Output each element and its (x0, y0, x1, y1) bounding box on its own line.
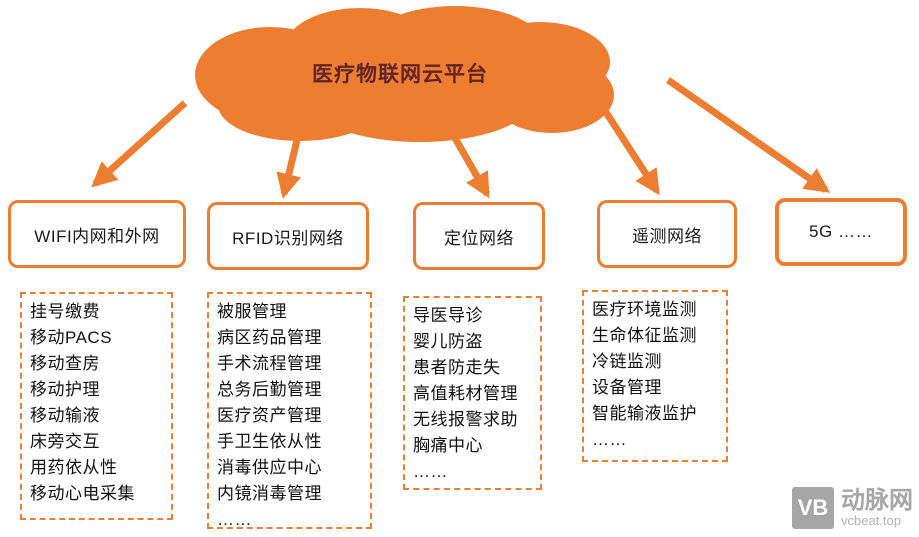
list-item: …… (413, 462, 448, 481)
list-item: …… (30, 510, 65, 520)
list-item: 总务后勤管理 (217, 380, 322, 399)
list-item: 胸痛中心 (413, 436, 483, 455)
cloud-title: 医疗物联网云平台 (312, 63, 488, 86)
list-item: 无线报警求助 (413, 410, 518, 429)
list-item: 医疗环境监测 (592, 300, 697, 319)
list-item: 导医导诊 (413, 306, 483, 325)
list-item: 移动输液 (30, 406, 100, 425)
list-item: 病区药品管理 (217, 328, 322, 347)
node-5g-network: 5G …… (775, 198, 907, 266)
arrow-to-wifi (91, 100, 188, 188)
list-item: 设备管理 (592, 378, 662, 397)
arrow-to-rfid (276, 135, 302, 199)
node-location-network: 定位网络 (413, 202, 545, 270)
telemetry-applications-list: 医疗环境监测生命体征监测冷链监测设备管理智能输液监护 …… (582, 290, 728, 462)
arrow-to-telemetry (595, 98, 660, 196)
list-item: 患者防走失 (413, 358, 501, 377)
node-wifi-network: WIFI内网和外网 (8, 200, 186, 268)
list-item: 移动护理 (30, 380, 100, 399)
list-item: 智能输液监护 (592, 404, 697, 423)
list-item: 高值耗材管理 (413, 384, 518, 403)
list-item: 手术流程管理 (217, 354, 322, 373)
list-item: 消毒供应中心 (217, 458, 322, 477)
wifi-applications-list: 挂号缴费移动PACS 移动查房移动护理移动输液床旁交互用药依从性移动心电采集 …… (20, 292, 173, 520)
list-item: 床旁交互 (30, 432, 100, 451)
location-applications-list: 导医导诊婴儿防盗患者防走失高值耗材管理无线报警求助胸痛中心 …… (403, 296, 542, 490)
list-item: 医疗资产管理 (217, 406, 322, 425)
list-item: 移动查房 (30, 354, 100, 373)
list-item: …… (217, 510, 252, 529)
list-item: 用药依从性 (30, 458, 118, 477)
list-item: 手卫生依从性 (217, 432, 322, 451)
rfid-applications-list: 被服管理病区药品管理手术流程管理总务后勤管理医疗资产管理手卫生依从性消毒供应中心… (207, 292, 372, 529)
vcbeat-logo-icon: VB (792, 487, 834, 529)
arrow-to-5g (666, 77, 831, 193)
cloud-shape (195, 6, 614, 142)
node-telemetry-network: 遥测网络 (597, 200, 737, 268)
node-rfid-network: RFID识别网络 (207, 202, 369, 270)
watermark-brand-name: 动脉网 (841, 486, 913, 514)
list-item: 挂号缴费 (30, 302, 100, 321)
list-item: 移动心电采集 (30, 484, 135, 503)
list-item: 被服管理 (217, 302, 287, 321)
list-item: 生命体征监测 (592, 326, 697, 345)
watermark: VB 动脉网 vcbeat.top (792, 487, 913, 529)
list-item: 内镜消毒管理 (217, 484, 322, 503)
arrow-to-location (451, 136, 491, 199)
list-item: …… (592, 430, 627, 449)
watermark-site-url: vcbeat.top (841, 513, 901, 529)
list-item: 移动PACS (30, 328, 113, 347)
list-item: 冷链监测 (592, 352, 662, 371)
branch-arrows (91, 77, 831, 199)
list-item: 婴儿防盗 (413, 332, 483, 351)
